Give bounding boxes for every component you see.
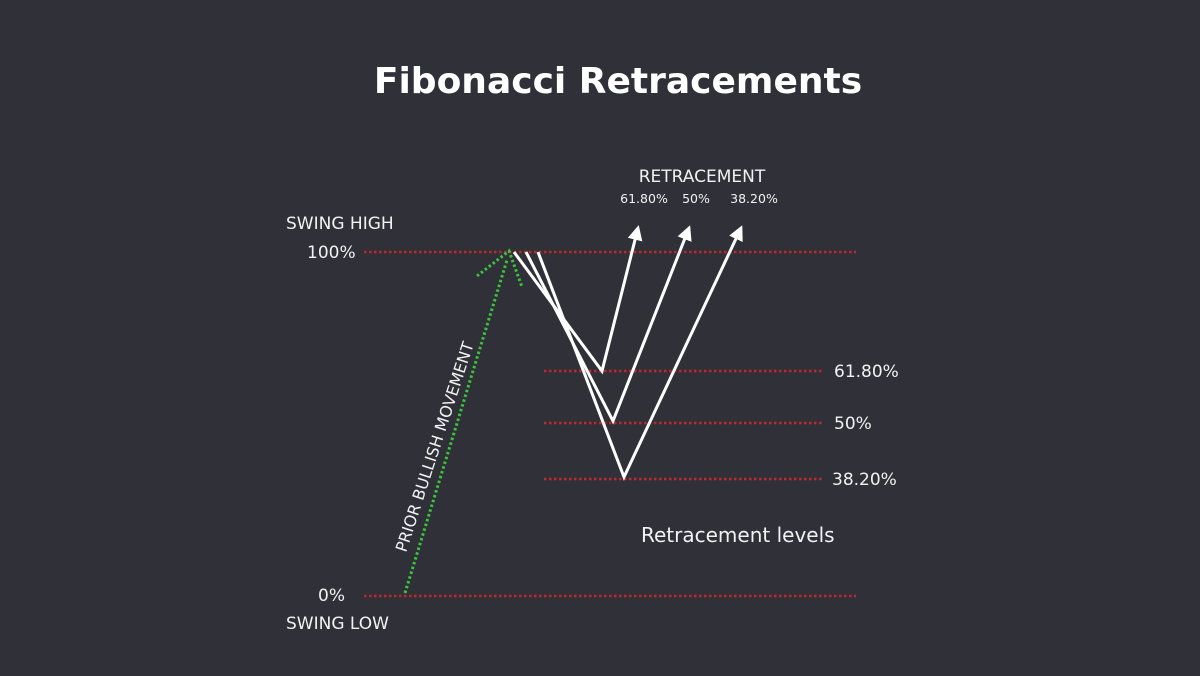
level-label-50: 50% (834, 414, 872, 434)
retracement-path-50 (524, 225, 692, 425)
level-label-38-20: 38.20% (832, 470, 897, 490)
retracement-arrow-label-38-20: 38.20% (730, 191, 778, 206)
level-label-0: 0% (318, 586, 345, 606)
retracement-header: RETRACEMENT (639, 167, 766, 187)
retracement-levels-caption: Retracement levels (641, 523, 835, 547)
retracement-arrow-label-50: 50% (682, 191, 710, 206)
swing-high-label: SWING HIGH (286, 214, 394, 234)
swing-low-label: SWING LOW (286, 614, 389, 634)
retracement-path-38-20 (536, 225, 743, 481)
level-label-100: 100% (307, 243, 356, 263)
page-title: Fibonacci Retracements (374, 61, 862, 102)
level-label-61-80: 61.80% (834, 362, 899, 382)
bullish-arrowhead (476, 248, 524, 288)
retracement-arrow-label-61-80: 61.80% (620, 191, 668, 206)
prior-movement-label: PRIOR BULLISH MOVEMENT (392, 339, 478, 554)
retracement-path-61-80 (512, 225, 643, 375)
bullish-arrow (403, 259, 509, 594)
